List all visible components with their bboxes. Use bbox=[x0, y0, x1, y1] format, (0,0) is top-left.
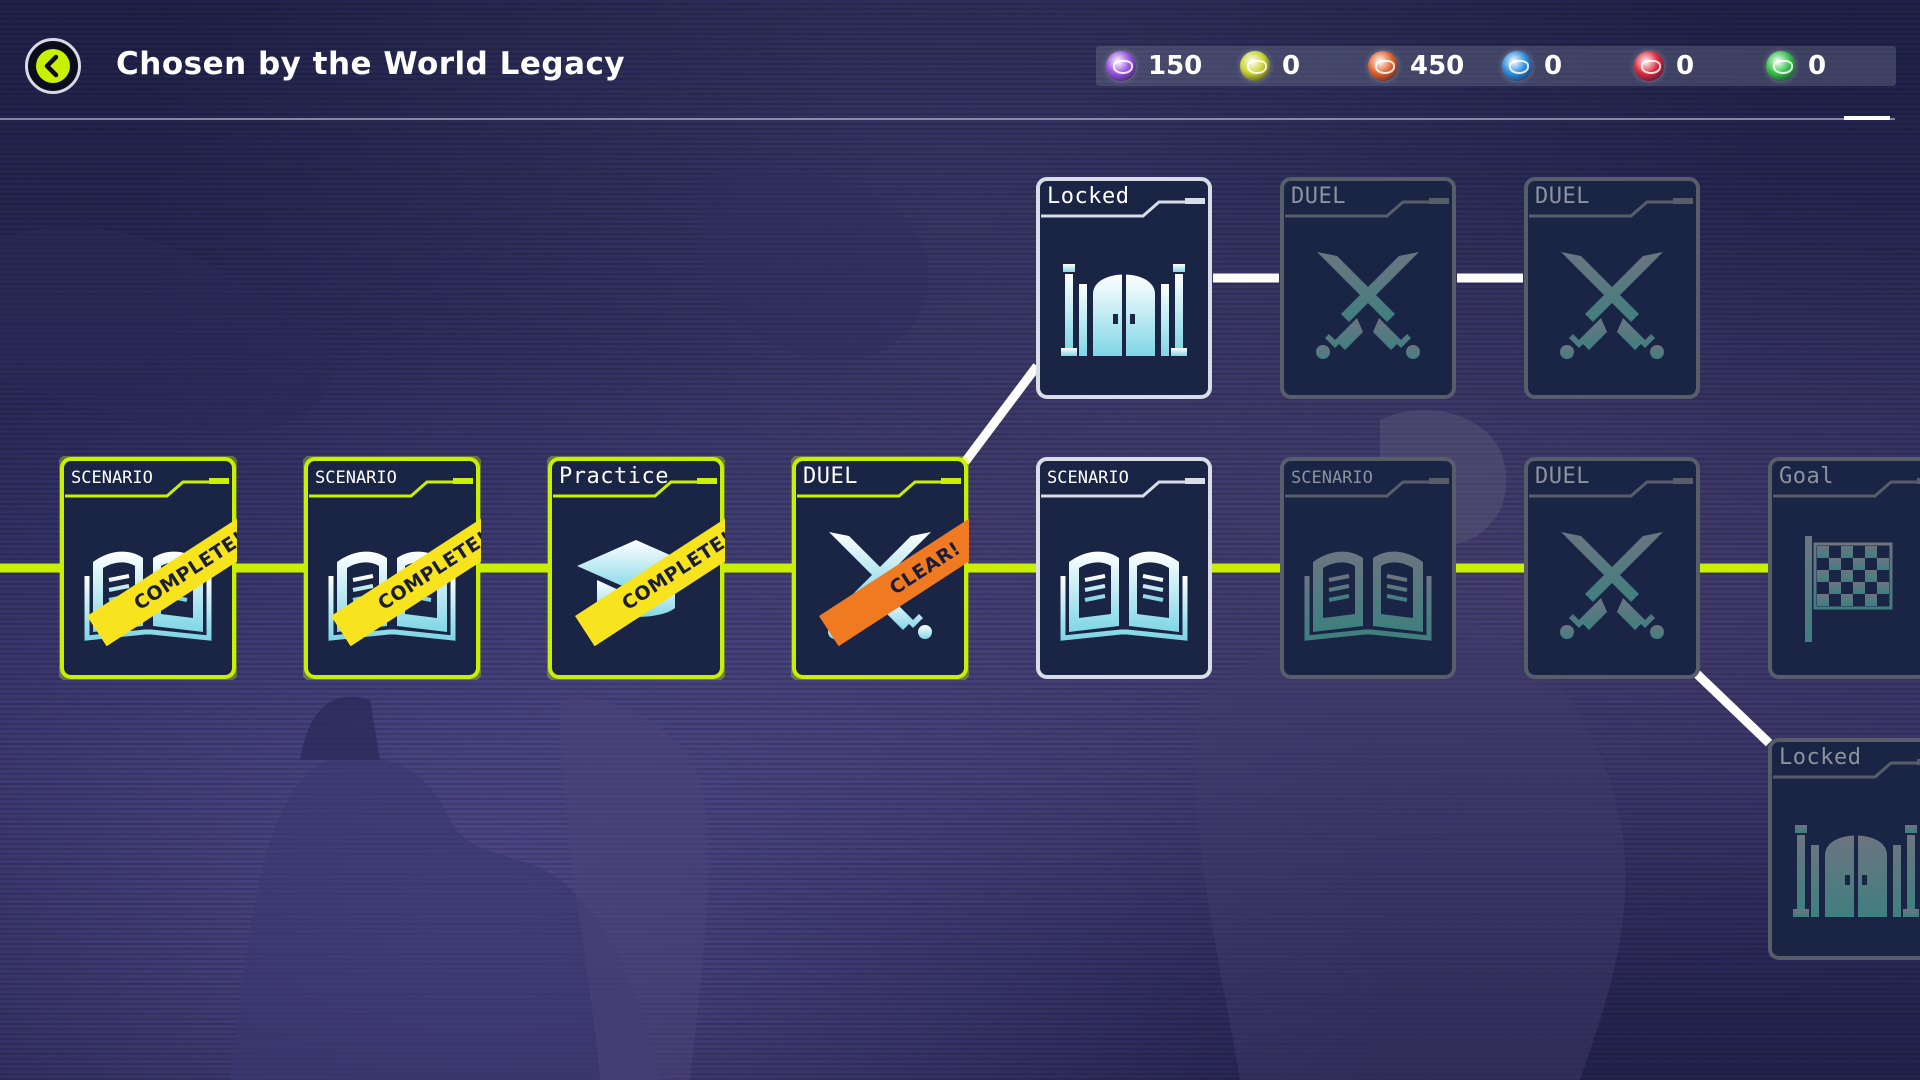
stage-node-scenario[interactable]: SCENARIO bbox=[1035, 456, 1213, 680]
purple-orb-icon bbox=[1106, 51, 1136, 81]
currency-value: 450 bbox=[1410, 51, 1465, 81]
node-type-label: Goal bbox=[1779, 464, 1834, 489]
node-type-label: SCENARIO bbox=[71, 468, 153, 488]
node-type-label: DUEL bbox=[1291, 184, 1346, 209]
locked-gate-icon bbox=[1059, 240, 1189, 370]
blue-orb-icon bbox=[1502, 51, 1532, 81]
stage-node-locked[interactable]: Locked bbox=[1767, 737, 1920, 961]
node-type-label: SCENARIO bbox=[1047, 468, 1129, 488]
node-type-label: SCENARIO bbox=[315, 468, 397, 488]
orange-orb-icon bbox=[1368, 51, 1398, 81]
currency-value: 0 bbox=[1544, 51, 1563, 81]
currency-item: 450 bbox=[1368, 46, 1464, 86]
currency-item: 0 bbox=[1766, 46, 1826, 86]
book-icon bbox=[1059, 520, 1189, 650]
book-icon bbox=[83, 520, 213, 650]
crossed-swords-icon bbox=[815, 520, 945, 650]
currency-value: 0 bbox=[1676, 51, 1695, 81]
chevron-left-icon bbox=[36, 49, 70, 83]
stage-node-duel[interactable]: DUEL bbox=[1279, 176, 1457, 400]
node-type-label: DUEL bbox=[1535, 184, 1590, 209]
stage-node-duel[interactable]: DUEL bbox=[1523, 176, 1701, 400]
book-icon bbox=[327, 520, 457, 650]
branch-path-line bbox=[961, 363, 1041, 465]
yellow-orb-icon bbox=[1240, 51, 1270, 81]
locked-gate-icon bbox=[1791, 801, 1920, 931]
graduation-cap-icon bbox=[571, 520, 701, 650]
crossed-swords-icon bbox=[1547, 240, 1677, 370]
currency-item: 150 bbox=[1106, 46, 1202, 86]
node-type-label: Practice bbox=[559, 464, 669, 489]
currency-item: 0 bbox=[1634, 46, 1694, 86]
stage-node-locked[interactable]: Locked bbox=[1035, 176, 1213, 400]
page-title: Chosen by the World Legacy bbox=[116, 46, 626, 82]
stage-node-goal[interactable]: Goal bbox=[1767, 456, 1920, 680]
node-type-label: Locked bbox=[1047, 184, 1130, 209]
node-type-label: Locked bbox=[1779, 745, 1862, 770]
crossed-swords-icon bbox=[1547, 520, 1677, 650]
stage-node-duel[interactable]: DUEL bbox=[1523, 456, 1701, 680]
crossed-swords-icon bbox=[1303, 240, 1433, 370]
checkered-flag-icon bbox=[1791, 520, 1920, 650]
currency-item: 0 bbox=[1502, 46, 1562, 86]
green-orb-icon bbox=[1766, 51, 1796, 81]
currency-value: 0 bbox=[1808, 51, 1827, 81]
node-type-label: DUEL bbox=[803, 464, 858, 489]
currency-bar bbox=[1096, 46, 1896, 86]
node-type-label: SCENARIO bbox=[1291, 468, 1373, 488]
currency-value: 0 bbox=[1282, 51, 1301, 81]
header-divider-accent bbox=[1844, 116, 1890, 120]
header-divider bbox=[0, 118, 1895, 120]
lower-branch-path-line bbox=[1693, 670, 1773, 747]
currency-item: 0 bbox=[1240, 46, 1300, 86]
back-button[interactable] bbox=[25, 38, 81, 94]
currency-value: 150 bbox=[1148, 51, 1203, 81]
stage-node-scenario[interactable]: SCENARIO bbox=[1279, 456, 1457, 680]
red-orb-icon bbox=[1634, 51, 1664, 81]
book-icon bbox=[1303, 520, 1433, 650]
node-type-label: DUEL bbox=[1535, 464, 1590, 489]
